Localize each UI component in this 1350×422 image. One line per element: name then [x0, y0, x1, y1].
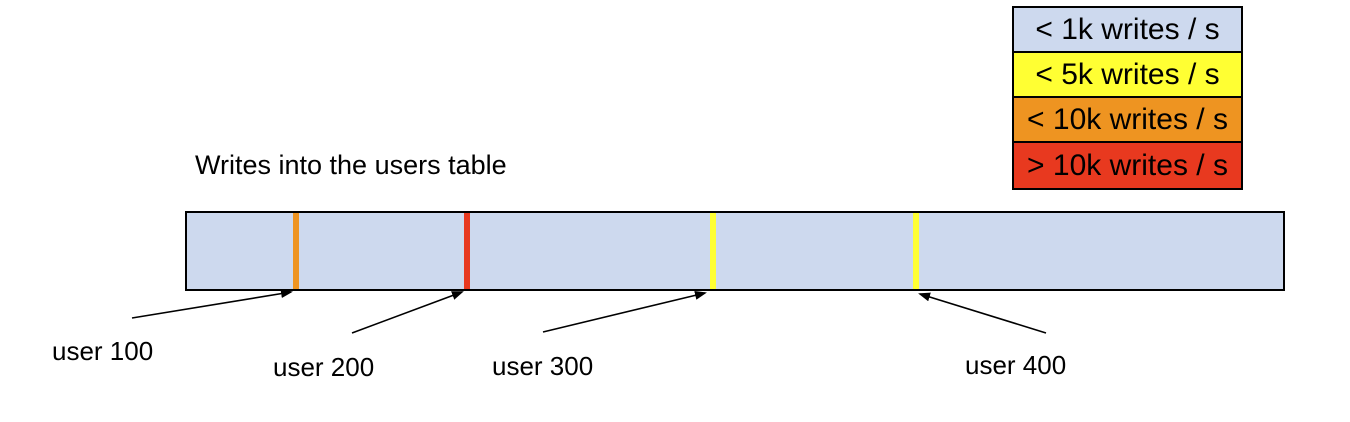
legend-item-label: < 5k writes / s — [1035, 57, 1220, 91]
stripe-user-200 — [464, 213, 470, 289]
stripe-user-400 — [913, 213, 919, 289]
legend-item-label: < 1k writes / s — [1035, 12, 1220, 46]
label-user-200: user 200 — [273, 352, 375, 382]
legend-item-lt1k: < 1k writes / s — [1014, 8, 1241, 53]
label-user-100: user 100 — [52, 336, 154, 366]
arrow-user-400 — [918, 292, 1047, 334]
legend-item-gt10k: > 10k writes / s — [1014, 143, 1241, 188]
legend-item-lt5k: < 5k writes / s — [1014, 53, 1241, 98]
diagram-title: Writes into the users table — [195, 150, 507, 180]
stripe-user-300 — [710, 213, 716, 289]
arrow-user-100 — [131, 289, 293, 319]
arrow-user-200 — [351, 291, 464, 334]
stripe-user-100 — [293, 213, 299, 289]
label-user-400: user 400 — [965, 350, 1067, 380]
legend-item-label: > 10k writes / s — [1027, 148, 1228, 182]
users-table-bar — [185, 211, 1285, 291]
legend-item-label: < 10k writes / s — [1027, 102, 1228, 136]
arrow-user-300 — [542, 290, 707, 333]
label-user-300: user 300 — [492, 351, 594, 381]
legend: < 1k writes / s < 5k writes / s < 10k wr… — [1012, 6, 1243, 190]
legend-item-lt10k: < 10k writes / s — [1014, 98, 1241, 143]
